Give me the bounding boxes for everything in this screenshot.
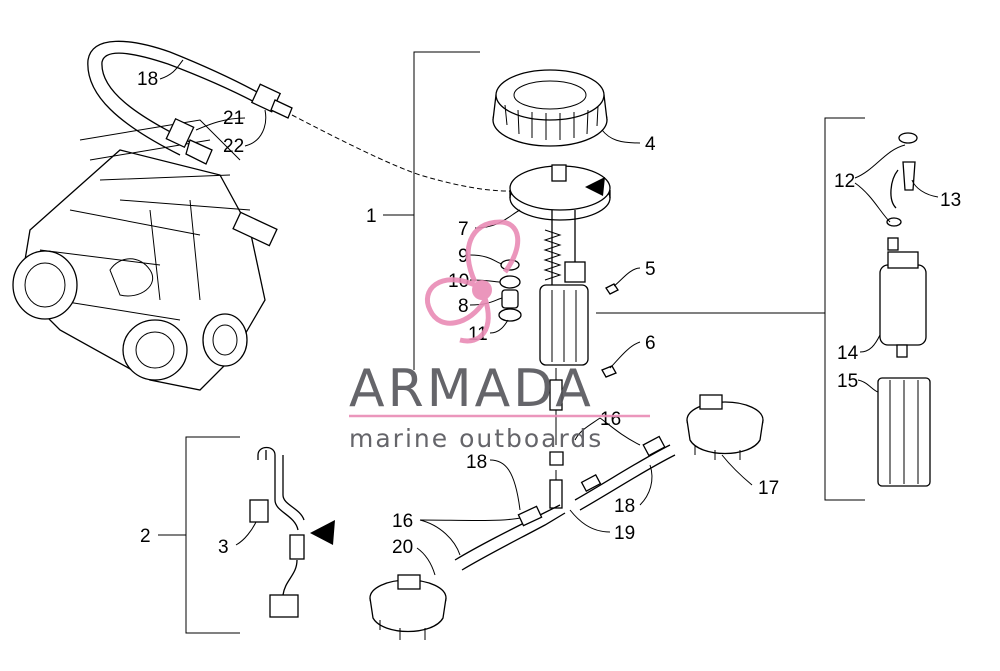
callout-20: 20 [392, 537, 413, 558]
watermark-tagline: marine outboards [349, 424, 603, 453]
callout-18b: 18 [466, 452, 487, 473]
callout-3: 3 [218, 537, 229, 558]
pump-motor-assembly [877, 132, 931, 487]
clip-6 [601, 365, 617, 378]
retaining-ring [492, 69, 608, 147]
throttle-body-assembly [12, 119, 278, 391]
wiring-harness [249, 446, 335, 618]
bracket-right [824, 117, 865, 501]
armada-watermark: ARMADA marine outboards [349, 219, 650, 453]
bracket-1 [413, 51, 480, 370]
callout-15: 15 [837, 371, 858, 392]
bracket-2 [185, 436, 240, 634]
watermark-brand: ARMADA [349, 359, 594, 419]
callout-13: 13 [940, 190, 961, 211]
callout-18c: 18 [614, 496, 635, 517]
callout-1: 1 [366, 206, 377, 227]
callout-19: 19 [614, 523, 635, 544]
fuel-filter-17 [686, 394, 764, 460]
lower-fuel-lines [454, 435, 676, 571]
callout-18a: 18 [137, 69, 158, 90]
fuel-pickup-20 [369, 574, 447, 640]
leader-lines [159, 59, 939, 576]
callout-4: 4 [645, 134, 656, 155]
callout-22: 22 [223, 136, 244, 157]
callout-6: 6 [645, 333, 656, 354]
callout-16b: 16 [392, 511, 413, 532]
callout-16a: 16 [600, 409, 621, 430]
callout-7: 7 [458, 219, 469, 240]
callout-5: 5 [645, 259, 656, 280]
callout-14: 14 [837, 343, 859, 364]
propeller-logo [424, 219, 521, 344]
callout-8: 8 [458, 296, 469, 317]
callout-labels: 18 21 22 4 1 7 9 10 8 11 5 6 12 13 14 15… [137, 69, 961, 558]
callout-2: 2 [140, 526, 151, 547]
callout-12: 12 [834, 171, 855, 192]
callout-17: 17 [758, 478, 779, 499]
callout-9: 9 [458, 246, 469, 267]
nut-5 [605, 283, 619, 295]
fuel-pump-assembly [509, 164, 611, 509]
fuel-hose-18-top [87, 40, 541, 192]
callout-21: 21 [223, 108, 244, 129]
